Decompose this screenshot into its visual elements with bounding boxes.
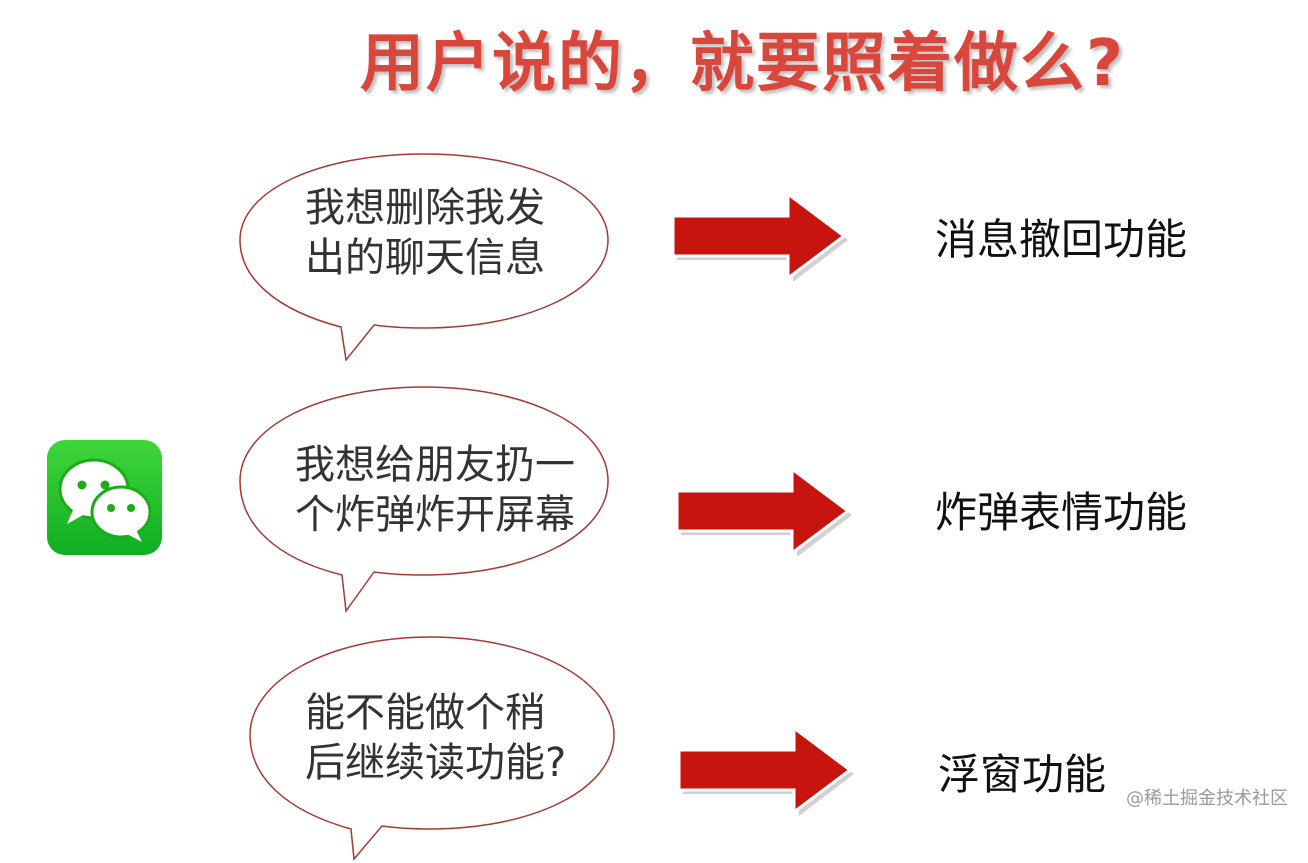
arrow-right-icon xyxy=(671,191,848,282)
speech-bubble-2 xyxy=(239,386,609,614)
request-line: 我想给朋友扔一 xyxy=(295,442,575,488)
watermark: @稀土掘金技术社区 xyxy=(1126,788,1288,809)
arrow-right-icon xyxy=(677,725,854,816)
speech-bubble-3 xyxy=(249,636,615,861)
request-line: 能不能做个稍 xyxy=(305,690,545,736)
feature-label-3: 浮窗功能 xyxy=(938,750,1107,799)
feature-label-1: 消息撤回功能 xyxy=(935,215,1188,264)
wechat-icon xyxy=(47,440,162,555)
slide: 用户说的，就要照着做么? 我想删除我发 出的聊天信息 消息撤回功能 我想给朋友扔… xyxy=(47,27,1288,861)
request-text-2: 我想给朋友扔一 个炸弹炸开屏幕 xyxy=(295,440,575,540)
request-line: 我想删除我发 xyxy=(305,185,545,231)
arrow-right-icon xyxy=(675,466,852,557)
slide-title: 用户说的，就要照着做么? xyxy=(360,27,1126,101)
feature-label-2: 炸弹表情功能 xyxy=(935,488,1188,537)
speech-bubble-1 xyxy=(239,153,609,362)
request-line: 个炸弹炸开屏幕 xyxy=(295,492,575,538)
request-line: 后继续读功能? xyxy=(305,740,567,786)
request-text-1: 我想删除我发 出的聊天信息 xyxy=(305,183,545,283)
request-line: 出的聊天信息 xyxy=(305,235,545,281)
request-text-3: 能不能做个稍 后继续读功能? xyxy=(305,688,566,788)
